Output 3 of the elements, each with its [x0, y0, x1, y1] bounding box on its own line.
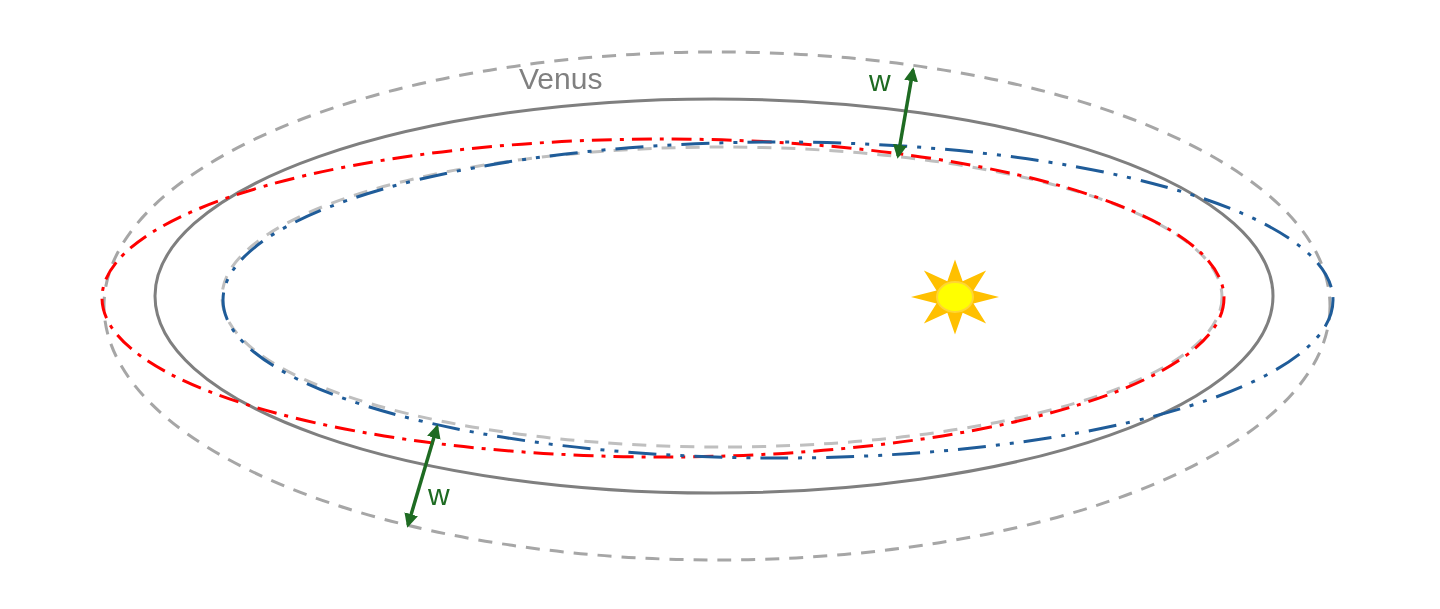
text-label: w — [428, 480, 450, 510]
text-label: w — [869, 66, 891, 96]
text-label: Venus — [519, 64, 603, 94]
